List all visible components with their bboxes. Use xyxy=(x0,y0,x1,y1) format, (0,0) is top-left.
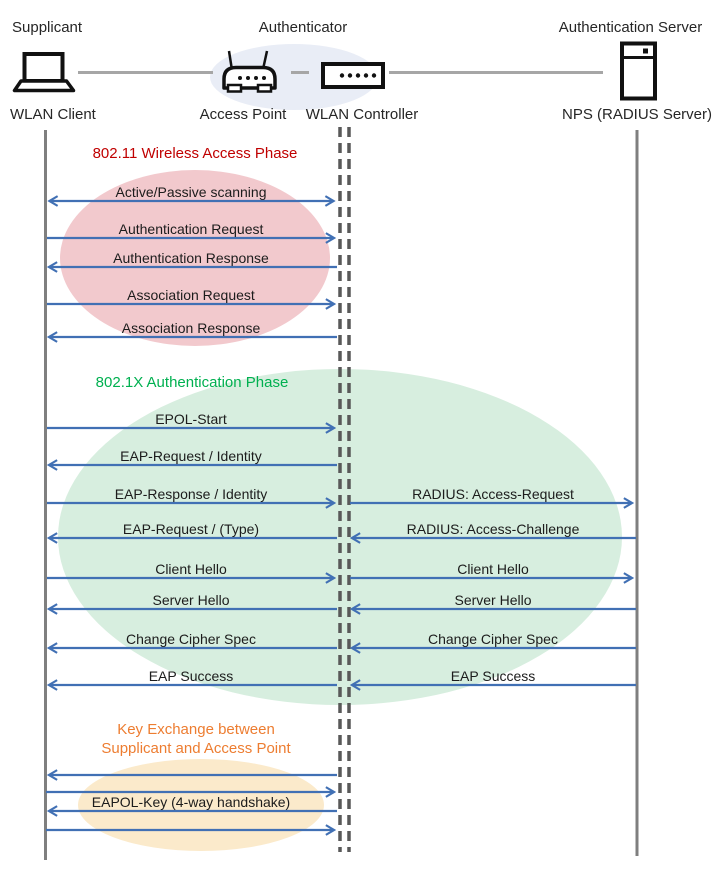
phase3-title-line1: Key Exchange between xyxy=(117,721,275,738)
role-label-authentication-server: Authentication Server xyxy=(558,19,703,36)
message-label-radius-access-request: RADIUS: Access-Request xyxy=(412,486,574,502)
phase2-title: 802.1X Authentication Phase xyxy=(95,374,289,391)
server-icon xyxy=(620,41,657,101)
node-label-nps: NPS (RADIUS Server) xyxy=(561,106,713,123)
message-label-radius-access-challenge: RADIUS: Access-Challenge xyxy=(406,521,580,537)
node-label-wlan-client: WLAN Client xyxy=(10,106,96,123)
message-label-client-hello-left: Client Hello xyxy=(155,561,227,577)
node-label-wlan-controller: WLAN Controller xyxy=(305,106,419,123)
message-label-auth-response: Authentication Response xyxy=(113,250,269,266)
phase3-ellipse xyxy=(78,759,324,851)
message-arrows xyxy=(46,195,636,836)
message-label-scanning: Active/Passive scanning xyxy=(115,184,267,200)
message-label-assoc-request: Association Request xyxy=(127,287,255,303)
message-label-change-cipher-left: Change Cipher Spec xyxy=(126,631,256,647)
phase1-ellipse xyxy=(60,170,330,346)
message-label-eap-success-left: EAP Success xyxy=(148,668,234,684)
role-label-authenticator: Authenticator xyxy=(258,19,348,36)
access-point-icon xyxy=(222,50,277,93)
message-label-eap-request-type: EAP-Request / (Type) xyxy=(122,521,260,537)
role-label-supplicant: Supplicant xyxy=(12,19,83,36)
node-label-access-point: Access Point xyxy=(199,106,287,123)
message-label-server-hello-left: Server Hello xyxy=(152,592,230,608)
wlan-controller-icon xyxy=(321,62,385,89)
message-label-epol-start: EPOL-Start xyxy=(155,411,227,427)
message-label-assoc-response: Association Response xyxy=(121,320,261,336)
laptop-icon xyxy=(12,52,76,93)
message-label-auth-request: Authentication Request xyxy=(118,221,264,237)
message-label-server-hello-right: Server Hello xyxy=(454,592,532,608)
phase3-title-line2: Supplicant and Access Point xyxy=(101,740,291,757)
message-label-eapol-key: EAPOL-Key (4-way handshake) xyxy=(91,794,291,810)
message-label-eap-request-identity: EAP-Request / Identity xyxy=(120,448,262,464)
authenticator-group-ellipse xyxy=(210,44,378,110)
lifeline-wlan-controller xyxy=(338,127,351,852)
message-label-eap-success-right: EAP Success xyxy=(450,668,536,684)
phase1-title: 802.11 Wireless Access Phase xyxy=(92,145,298,162)
message-label-eap-response-identity: EAP-Response / Identity xyxy=(114,486,268,502)
message-label-client-hello-right: Client Hello xyxy=(457,561,529,577)
message-label-change-cipher-right: Change Cipher Spec xyxy=(428,631,558,647)
